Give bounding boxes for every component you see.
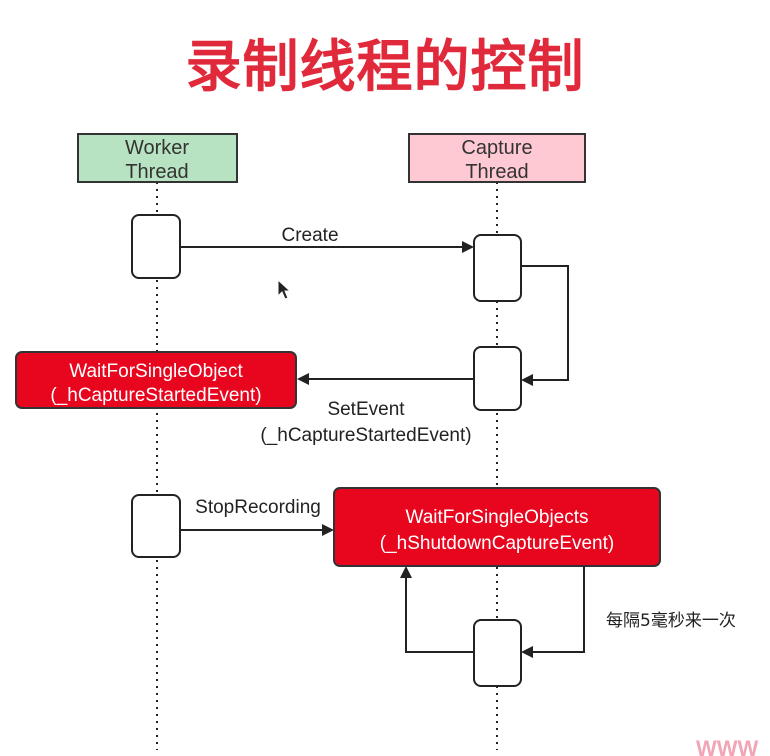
capture-thread-label-line2: Thread [465,161,528,183]
poll-loop-arrow-in [521,566,585,658]
capture-activation-1 [473,234,522,302]
page-title: 录制线程的控制 [185,35,585,100]
wait-shutdown-param: (_hShutdownCaptureEvent) [380,533,614,554]
worker-thread-label-line1: Worker [125,137,189,159]
set-event-label: SetEvent [327,399,405,420]
poll-loop-arrow-out [400,566,474,653]
capture-thread-header [408,133,586,183]
wait-capture-started-box [15,351,297,409]
worker-thread-header [77,133,238,183]
wait-capture-started-param: (_hCaptureStartedEvent) [50,385,261,406]
capture-activation-2 [473,346,522,411]
capture-thread-label-line1: Capture [461,137,532,159]
worker-activation-2 [131,494,181,558]
worker-activation-1 [131,214,181,279]
wait-capture-started-label: WaitForSingleObject [69,361,243,382]
watermark-text: WWW [696,736,759,756]
wait-shutdown-label: WaitForSingleObjects [405,507,588,528]
mouse-cursor-icon [277,278,292,300]
worker-thread-label-line2: Thread [125,161,188,183]
capture-self-loop-arrow [521,265,569,386]
create-label: Create [281,225,338,246]
stop-recording-label: StopRecording [195,497,321,518]
wait-shutdown-box [333,487,661,567]
poll-interval-label: 每隔5毫秒来一次 [606,611,736,631]
capture-activation-3 [473,619,522,687]
set-event-param-label: (_hCaptureStartedEvent) [260,425,471,446]
